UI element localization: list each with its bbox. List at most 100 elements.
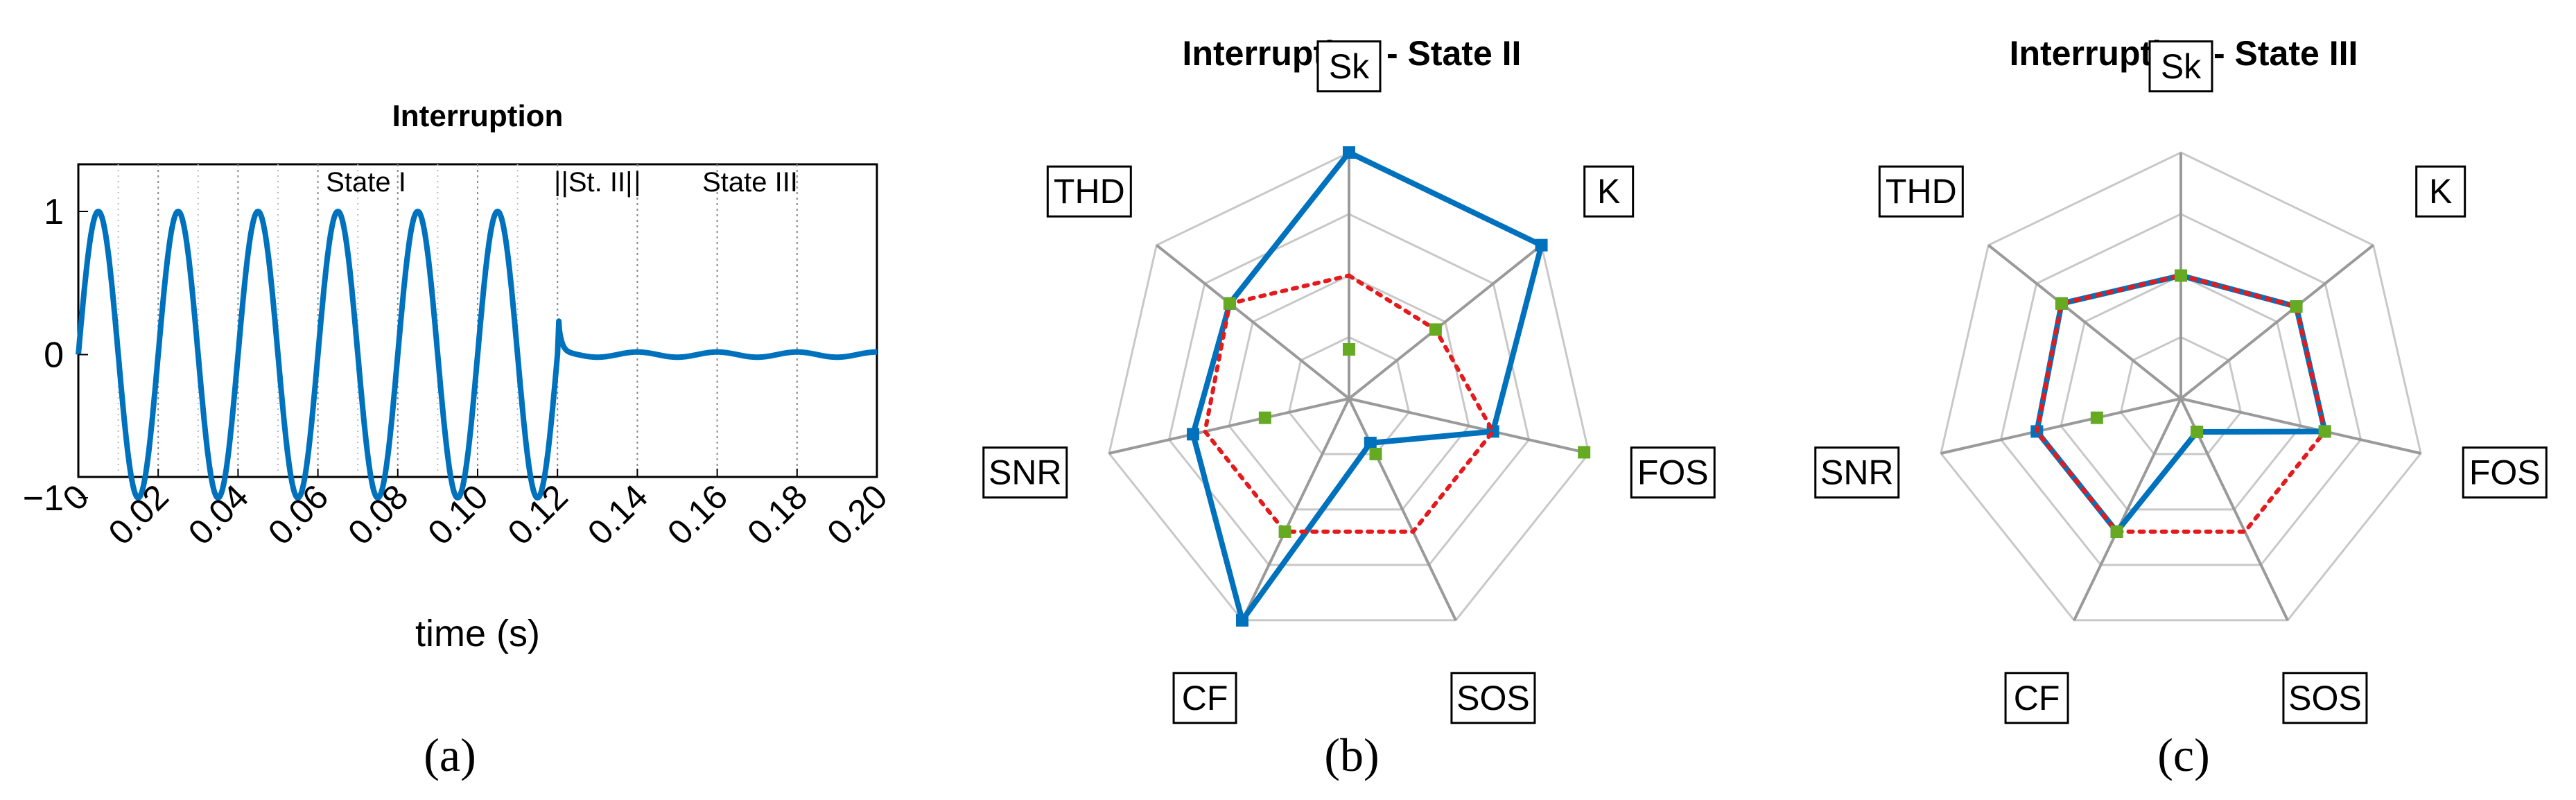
radar-spoke <box>1108 397 1350 455</box>
radar-marker <box>1429 323 1442 336</box>
signal-line <box>76 209 879 501</box>
axis-label-box <box>2462 446 2548 499</box>
axis-label: THD <box>1054 172 1125 211</box>
radar-spoke <box>1348 398 1457 621</box>
axis-label-box <box>1878 165 1964 218</box>
axis-label: FOS <box>1637 453 1709 492</box>
radar-ring <box>1287 336 1411 455</box>
x-tick-label: 0.16 <box>660 477 735 552</box>
radar-marker <box>2290 300 2303 313</box>
y-tick-label: 0 <box>44 336 64 376</box>
axis-label-box <box>1450 672 1536 724</box>
axis-label: CF <box>1182 679 1228 718</box>
radar-spoke <box>1156 244 1350 400</box>
radar-point <box>1187 428 1200 441</box>
radar-marker <box>2110 525 2123 538</box>
radar-ring <box>1940 151 2422 622</box>
x-tick-label: 0.02 <box>101 477 176 552</box>
axis-label-box <box>2282 672 2368 724</box>
radar-marker <box>2175 269 2187 282</box>
state-label: State III <box>702 167 798 198</box>
state-label: State I <box>326 167 406 198</box>
axis-label: SNR <box>1820 453 1894 492</box>
axis-label-box <box>1172 672 1237 724</box>
axis-label: SOS <box>2288 679 2362 718</box>
x-tick-label: 0.04 <box>181 477 256 552</box>
radar-chart-panel: Interruption - State III SkKFOSSOSCFSNRT… <box>1814 34 2548 781</box>
radar-spoke <box>2073 398 2182 621</box>
axis-label: Sk <box>1329 47 1370 86</box>
radar-ring <box>2060 274 2302 511</box>
panel-label: (c) <box>2157 729 2209 781</box>
radar-point <box>1535 238 1548 252</box>
radar-point <box>1343 146 1355 159</box>
x-axis-label: time (s) <box>415 613 540 654</box>
axis-label: SNR <box>989 453 1062 492</box>
line-chart-panel: Interruption State I |St. II| State III … <box>23 99 895 781</box>
radar-series-line <box>2034 272 2328 534</box>
radar-marker <box>2191 425 2204 438</box>
y-tick-label: −1 <box>23 478 64 519</box>
grid-lines <box>117 164 798 477</box>
x-tick-label: 0.08 <box>340 477 415 552</box>
radar-marker <box>1578 446 1591 459</box>
radar-spoke <box>1987 244 2182 400</box>
radar-ring <box>1999 213 2362 566</box>
radar-point <box>1235 614 1248 627</box>
axis-label-box <box>1583 165 1635 218</box>
axis-label-box <box>2415 165 2466 218</box>
radar-marker <box>1258 411 1271 424</box>
radar-marker <box>1223 297 1236 310</box>
axis-label: K <box>1597 172 1620 211</box>
radar-marker <box>1343 343 1355 356</box>
radar-spoke <box>1241 398 1350 621</box>
radar-marker <box>1369 447 1382 460</box>
y-tick-labels: 1 0 −1 <box>23 192 88 519</box>
axis-label: K <box>2429 172 2452 211</box>
x-tick-label: 0.12 <box>501 477 575 552</box>
x-tick-label: 0.06 <box>261 477 336 552</box>
panel-label: (a) <box>424 729 476 781</box>
radar-ring <box>1228 274 1470 511</box>
axis-label: SOS <box>1456 679 1530 718</box>
radar-ring <box>1167 213 1531 566</box>
chart-title: Interruption <box>392 99 564 133</box>
radar-spoke <box>2180 397 2421 455</box>
y-tick-label: 1 <box>44 192 64 232</box>
radar-plot: SkK FOS SOS CF SNR THD <box>1814 40 2548 724</box>
radar-marker <box>2090 411 2103 424</box>
x-tick-label: 0.10 <box>420 477 495 552</box>
axis-label: CF <box>2014 679 2060 718</box>
axis-label-box <box>982 446 1068 499</box>
radar-point <box>1364 436 1377 449</box>
radar-plot: SkK FOS SOS CF SNR THD <box>982 40 1716 724</box>
radar-threshold-line <box>1203 273 1496 534</box>
x-tick-label: 0.14 <box>580 477 655 552</box>
axis-label-box <box>1814 446 1900 499</box>
radar-marker <box>2055 297 2068 310</box>
x-tick-label: 0.18 <box>740 477 815 552</box>
radar-ring <box>1108 151 1590 622</box>
x-tick-label: 0.20 <box>819 477 894 552</box>
axis-label: THD <box>1886 172 1957 211</box>
radar-spoke <box>1348 397 1590 455</box>
radar-spoke <box>2179 244 2374 400</box>
axis-label-box <box>1046 165 1132 218</box>
state-annotations: State I |St. II| State III <box>77 167 878 198</box>
radar-spoke <box>1940 397 2182 455</box>
signal-series <box>76 209 879 501</box>
axis-label-box <box>1316 40 1382 93</box>
axis-label-box <box>2148 40 2213 93</box>
axis-label: Sk <box>2161 47 2202 86</box>
radar-marker <box>2318 425 2331 438</box>
axis-label-box <box>2004 672 2069 724</box>
state-label: |St. II| <box>561 167 632 198</box>
radar-marker <box>1278 525 1291 538</box>
axis-label: FOS <box>2469 453 2541 492</box>
radar-spoke <box>1348 244 1542 400</box>
panel-label: (b) <box>1324 729 1379 781</box>
axis-label-box <box>1630 446 1716 499</box>
radar-chart-panel: Interruption - State II SkKFOSSOSCFSNRTH… <box>982 34 1716 781</box>
